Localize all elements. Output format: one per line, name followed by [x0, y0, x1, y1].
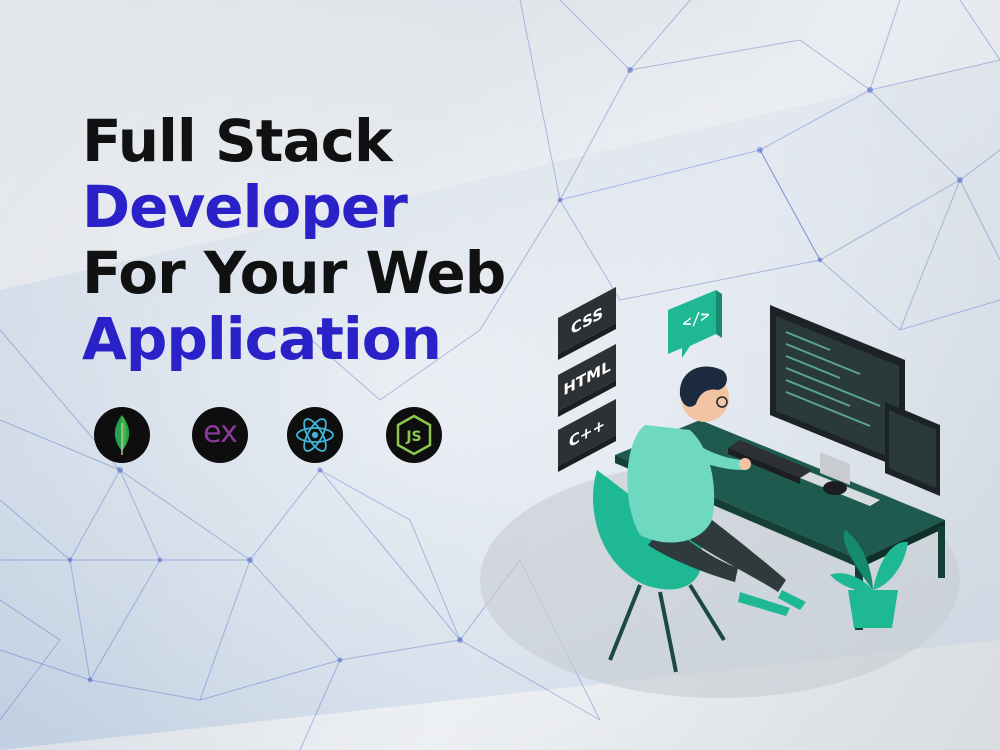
- express-icon: ex: [192, 407, 248, 463]
- headline: Full Stack Developer For Your Web Applic…: [82, 107, 506, 373]
- express-label: ex: [203, 415, 238, 450]
- cpp-tag: [558, 399, 616, 472]
- react-atom-icon: [287, 407, 343, 463]
- css-tag: [558, 287, 616, 360]
- headline-line-2: Developer: [82, 173, 408, 241]
- code-bubble-icon: [668, 290, 722, 358]
- cpp-tag-label: C++: [568, 414, 606, 452]
- svg-text:JS: JS: [405, 429, 421, 445]
- mongodb-leaf-icon: [94, 407, 150, 463]
- headline-line-4: Application: [82, 305, 442, 373]
- css-tag-label: CSS: [570, 303, 604, 339]
- html-tag-label: HTML: [563, 356, 611, 400]
- headline-line-3: For Your Web: [82, 239, 506, 307]
- html-tag: [558, 344, 616, 417]
- nodejs-hexagon-icon: JS: [386, 407, 442, 463]
- headline-line-1: Full Stack: [82, 107, 393, 175]
